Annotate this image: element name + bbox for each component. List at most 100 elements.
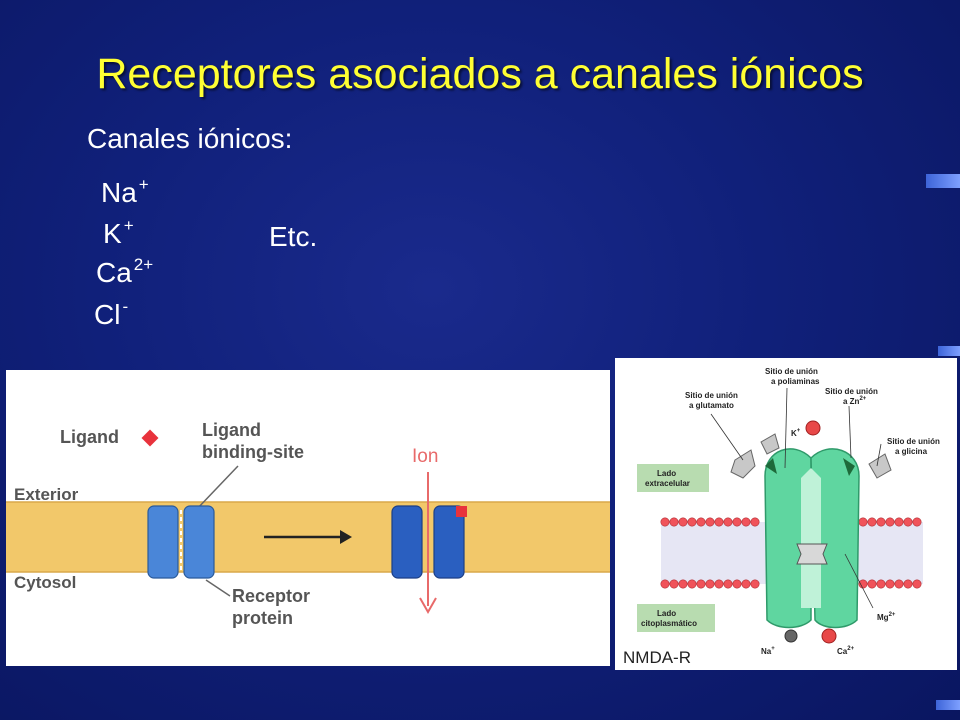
exterior-label: Exterior: [14, 485, 79, 504]
lipid-head: [894, 579, 904, 589]
nmda-receptor-figure: Sitio de unión a poliaminas Sitio de uni…: [615, 358, 957, 670]
lipid-head: [687, 517, 697, 527]
lipid-head: [750, 517, 760, 527]
lipid-head: [903, 517, 913, 527]
binding-site-label: Ligand binding-site: [202, 420, 304, 462]
ligand-label: Ligand: [60, 427, 119, 447]
lipid-head: [723, 579, 733, 589]
ion-symbol: K: [791, 429, 797, 438]
ion-channel: [764, 448, 860, 629]
label-line: Sitio de unión: [685, 391, 738, 400]
ligand-diamond-icon: [141, 429, 159, 447]
ion-charge: -: [122, 297, 129, 316]
ca-ion-icon: [821, 628, 837, 644]
receptor-line: protein: [232, 608, 293, 628]
lipid-head: [705, 517, 715, 527]
ion-charge: 2+: [889, 612, 896, 618]
receptor-open: [391, 505, 465, 579]
ca-label: Ca2+: [837, 646, 855, 656]
label-line: Sitio de unión: [765, 367, 818, 376]
ion-chloride: Cl-: [94, 297, 129, 336]
lipid-head: [669, 517, 679, 527]
lipid-head: [660, 579, 670, 589]
ion-symbol: Cl: [94, 299, 121, 330]
pointer-lines: [710, 387, 882, 609]
svg-text:Lado extracelular: Lado extracelular: [645, 469, 690, 488]
lipid-head: [876, 579, 886, 589]
lipid-head: [723, 517, 733, 527]
lipid-head: [867, 579, 877, 589]
label-line: a glutamato: [689, 401, 734, 410]
ion-flow-arrow-icon: [419, 472, 437, 615]
glycine-ligand-icon: [868, 453, 892, 479]
lipid-head: [687, 579, 697, 589]
na-ion-icon: [784, 629, 798, 643]
ion-symbol: Ca: [837, 647, 848, 656]
lipid-head: [885, 579, 895, 589]
label-line: Sitio de unión: [887, 437, 940, 446]
lipid-head: [741, 517, 751, 527]
cytosol-label: Cytosol: [14, 573, 76, 592]
lipid-head: [885, 517, 895, 527]
polyamine-ligand-icon: [760, 433, 780, 455]
lipid-head: [894, 517, 904, 527]
label-line: a poliaminas: [771, 377, 820, 386]
lipid-head: [660, 517, 670, 527]
receptor-protein-label: Receptor protein: [232, 586, 315, 628]
lipid-head: [669, 579, 679, 589]
ion-charge: +: [797, 428, 801, 434]
lipid-head: [696, 579, 706, 589]
citoplasmatico-box: Lado citoplasmático: [637, 604, 715, 632]
ion-charge: 2+: [133, 255, 154, 274]
ion-symbol: Na: [761, 647, 772, 656]
ion-symbol: Na: [101, 177, 137, 208]
ion-charge: 2+: [847, 646, 854, 652]
ion-symbol: Ca: [96, 257, 132, 288]
k-ion-label: K+: [791, 428, 801, 438]
extracelular-box: Lado extracelular: [637, 464, 709, 492]
nmda-caption: NMDA-R: [623, 648, 691, 667]
lipid-head: [867, 517, 877, 527]
lipid-head: [912, 517, 922, 527]
lipid-head: [903, 579, 913, 589]
glutamate-ligand-icon: [730, 449, 756, 479]
lipid-head: [858, 517, 868, 527]
k-ion-icon: [805, 420, 821, 436]
svg-text:Lado citoplasmático: Lado citoplasmático: [641, 609, 697, 628]
lipid-head: [750, 579, 760, 589]
lipid-head: [714, 579, 724, 589]
etc-label: Etc.: [269, 221, 318, 252]
binding-site-line: binding-site: [202, 442, 304, 462]
ion-symbol: Mg: [877, 613, 889, 622]
receptor-line: Receptor: [232, 586, 310, 606]
label-line: a glicina: [895, 447, 928, 456]
ion-label: Ion: [412, 446, 438, 467]
poliaminas-label: Sitio de unión a poliaminas: [765, 367, 820, 386]
lipid-head: [705, 579, 715, 589]
lipid-head: [741, 579, 751, 589]
label-charge: 2+: [859, 396, 866, 402]
lipid-head: [912, 579, 922, 589]
zn-label: Sitio de unión a Zn2+: [825, 387, 880, 406]
box-line: extracelular: [645, 479, 690, 488]
binding-site-pointer: [195, 465, 239, 511]
decorative-edge-mark: [936, 700, 960, 710]
box-line: citoplasmático: [641, 619, 697, 628]
lipid-head: [732, 579, 742, 589]
decorative-edge-mark: [938, 346, 960, 356]
ion-sodium: Na+: [101, 175, 149, 214]
ligand-gated-channel-figure: Ligand Ligand binding-site Exterior Cyto…: [6, 370, 610, 666]
slide-subtitle: Canales iónicos:: [87, 123, 293, 154]
label-line: a Zn: [843, 397, 860, 406]
glicina-label: Sitio de unión a glicina: [887, 437, 942, 456]
slide-title: Receptores asociados a canales iónicos: [96, 50, 864, 98]
lipid-head: [732, 517, 742, 527]
na-label: Na+: [761, 646, 775, 656]
lipid-head: [696, 517, 706, 527]
box-line: Lado: [657, 469, 676, 478]
receptor-closed: [147, 505, 215, 579]
box-line: Lado: [657, 609, 676, 618]
decorative-edge-mark: [926, 174, 960, 188]
ion-charge: +: [138, 175, 149, 194]
